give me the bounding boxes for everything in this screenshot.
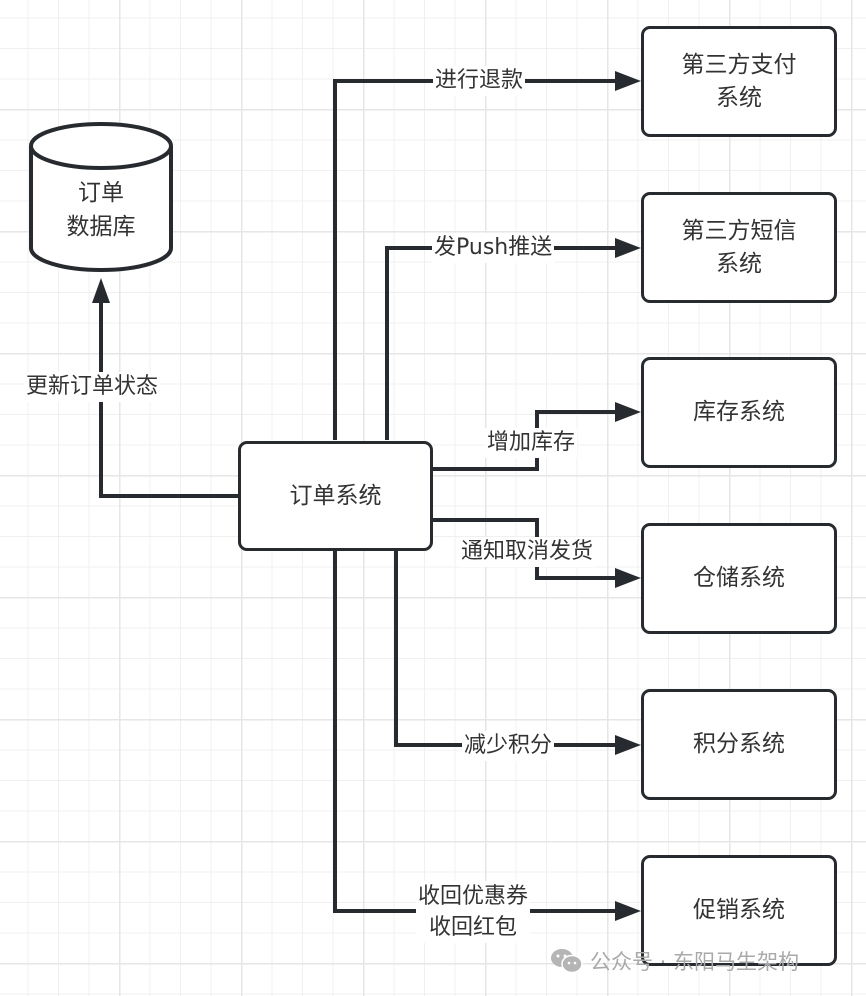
sms-system-node[interactable]: 第三方短信 系统 bbox=[641, 192, 837, 303]
edge-label-push: 发Push推送 bbox=[432, 233, 555, 263]
database-label: 订单 数据库 bbox=[30, 176, 172, 244]
arrowhead-promotion bbox=[615, 901, 641, 921]
promotion-system-label: 促销系统 bbox=[693, 897, 785, 923]
inventory-system-label: 库存系统 bbox=[693, 399, 785, 425]
edge-label-reduce-points: 减少积分 bbox=[462, 731, 555, 761]
arrowhead-inventory bbox=[615, 402, 641, 422]
edge-label-refund: 进行退款 bbox=[433, 66, 526, 96]
promotion-system-node[interactable]: 促销系统 bbox=[641, 855, 837, 966]
watermark: 公众号 · 东阳马生架构 bbox=[550, 946, 799, 976]
arrowhead-points bbox=[615, 735, 641, 755]
sms-system-label-line-2: 系统 bbox=[716, 250, 762, 277]
payment-system-node[interactable]: 第三方支付 系统 bbox=[641, 26, 837, 137]
arrowhead-db bbox=[92, 278, 110, 303]
sms-system-label-line-1: 第三方短信 bbox=[681, 217, 797, 244]
order-system-node[interactable]: 订单系统 bbox=[238, 441, 433, 551]
edge-label-increase-stock: 增加库存 bbox=[485, 428, 578, 458]
edge-update-order-status bbox=[99, 296, 238, 498]
watermark-text: 公众号 · 东阳马生架构 bbox=[590, 950, 800, 974]
edge-label-recover-coupons-line-2: 收回红包 bbox=[429, 915, 518, 940]
warehouse-system-node[interactable]: 仓储系统 bbox=[641, 523, 837, 634]
order-system-label: 订单系统 bbox=[289, 482, 382, 509]
payment-system-label-line-1: 第三方支付 bbox=[681, 51, 797, 78]
database-label-line-1: 订单 bbox=[78, 180, 124, 206]
edge-refund bbox=[333, 79, 622, 440]
points-system-node[interactable]: 积分系统 bbox=[641, 689, 837, 800]
database-cylinder bbox=[29, 122, 173, 272]
wechat-icon bbox=[550, 948, 584, 974]
edge-label-recover-coupons: 收回优惠券 收回红包 bbox=[416, 881, 531, 943]
database-label-line-2: 数据库 bbox=[66, 214, 136, 240]
payment-system-label-line-2: 系统 bbox=[716, 84, 762, 111]
arrowhead-sms bbox=[615, 238, 641, 258]
edge-label-cancel-shipment: 通知取消发货 bbox=[459, 537, 596, 567]
points-system-label: 积分系统 bbox=[693, 731, 785, 757]
warehouse-system-label: 仓储系统 bbox=[693, 565, 785, 591]
edge-label-update-order-status: 更新订单状态 bbox=[24, 372, 161, 402]
edge-label-recover-coupons-line-1: 收回优惠券 bbox=[418, 884, 529, 909]
arrowhead-payment bbox=[615, 71, 641, 91]
inventory-system-node[interactable]: 库存系统 bbox=[641, 357, 837, 468]
arrowhead-warehouse bbox=[615, 568, 641, 588]
